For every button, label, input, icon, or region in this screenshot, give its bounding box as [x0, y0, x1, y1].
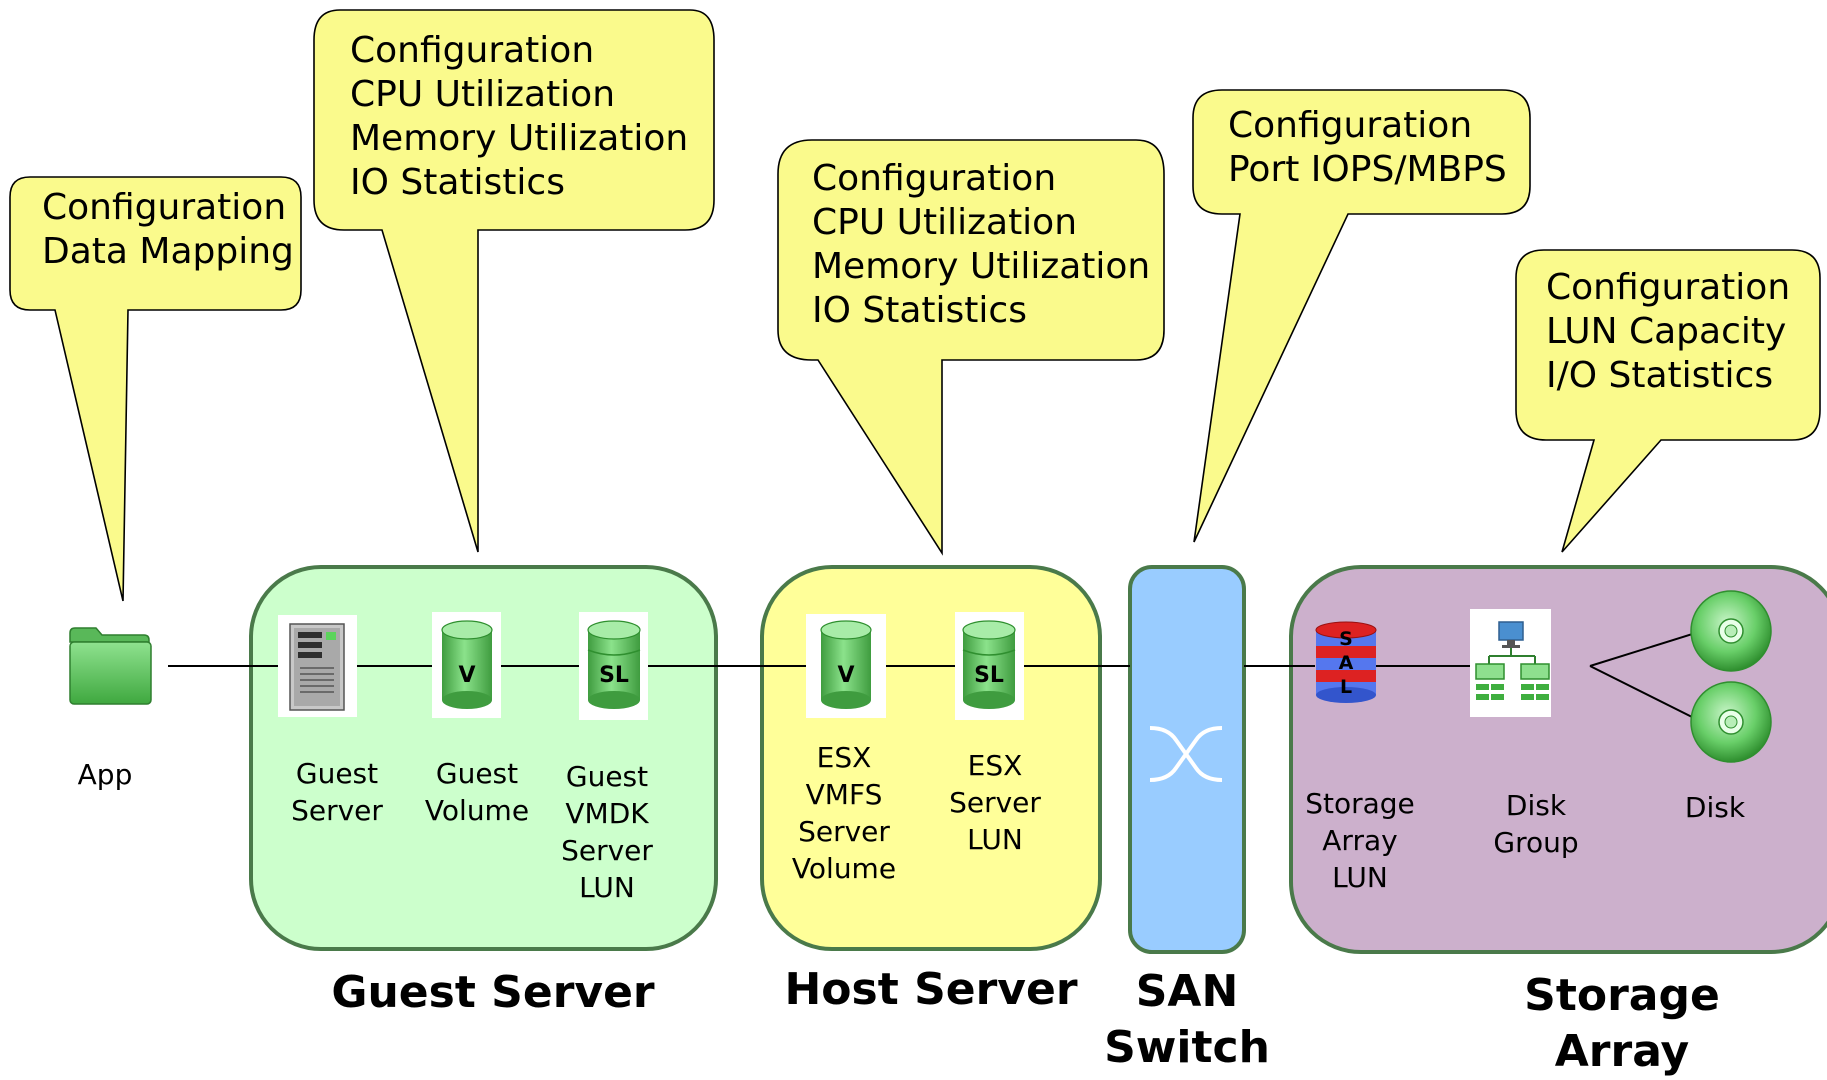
san-switch-title: SAN Switch [1097, 964, 1277, 1076]
volume-cylinder-icon: V [806, 614, 886, 718]
guest-vmdk-label: Guest VMDK Server LUN [552, 758, 662, 906]
esx-vmfs-label-line: Volume [791, 852, 897, 885]
disk-cd-icon [1690, 590, 1772, 672]
callout-san-switch [1192, 89, 1531, 543]
disk-label-line: Disk [1684, 791, 1746, 824]
guest-vmdk-label-line: Server [561, 834, 653, 867]
callout-host-line-1: Configuration [812, 158, 1057, 199]
guest-server-title-line: Guest Server [331, 967, 655, 1018]
storage-lun-label-line: Storage [1305, 787, 1415, 820]
sal-letter-s: S [1339, 628, 1353, 650]
guest-server-label-line: Server [291, 794, 383, 827]
esx-vmfs-label-line: Server [798, 815, 890, 848]
guest-vmdk-label-line: LUN [579, 871, 635, 904]
guest-volume-label: Guest Volume [407, 755, 547, 829]
volume-letter: V [837, 663, 854, 688]
volume-cylinder-icon: V [432, 612, 501, 718]
callout-switch-line-1: Configuration [1228, 105, 1473, 146]
guest-server-label: Guest Server [272, 755, 402, 829]
sal-letter-a: A [1339, 652, 1354, 674]
guest-volume-label-line: Volume [424, 794, 530, 827]
san-switch-title-line: SAN [1135, 966, 1239, 1017]
callout-storage-line-3: I/O Statistics [1546, 355, 1774, 396]
callout-storage-array [1515, 249, 1821, 553]
app-label: App [55, 756, 155, 793]
callout-app-line-2: Data Mapping [42, 231, 294, 272]
server-lun-letters: SL [599, 663, 629, 688]
storage-array-title-line: Storage [1524, 970, 1720, 1021]
storage-lun-label-line: LUN [1332, 861, 1388, 894]
storage-array-title: Storage Array [1512, 968, 1732, 1080]
folder-icon [69, 627, 152, 705]
callout-storage-line-2: LUN Capacity [1546, 311, 1787, 352]
callout-host-line-2: CPU Utilization [812, 202, 1078, 243]
guest-volume-label-line: Guest [435, 757, 519, 790]
server-tower-icon [278, 615, 357, 717]
disk-group-label: Disk Group [1476, 787, 1596, 861]
callout-host-line-3: Memory Utilization [812, 246, 1151, 287]
storage-array-title-line: Array [1554, 1026, 1690, 1077]
server-lun-cylinder-icon: SL [955, 612, 1024, 720]
disk-cd-icon [1690, 681, 1772, 763]
host-server-title-line: Host Server [784, 964, 1078, 1015]
callout-guest-line-3: Memory Utilization [350, 118, 689, 159]
callout-guest-server [313, 9, 715, 553]
esx-vmfs-label-line: ESX [816, 741, 872, 774]
callout-guest-line-4: IO Statistics [350, 162, 565, 203]
disk-group-network-icon [1470, 609, 1551, 717]
disk-group-label-line: Disk [1505, 789, 1567, 822]
callout-app [9, 176, 302, 602]
callout-host-server [777, 139, 1165, 556]
esx-lun-label: ESX Server LUN [935, 747, 1055, 858]
callout-switch-line-2: Port IOPS/MBPS [1228, 149, 1507, 190]
storage-lun-label-line: Array [1322, 824, 1398, 857]
server-lun-letters: SL [974, 663, 1004, 688]
disk-group-label-line: Group [1493, 826, 1579, 859]
callout-host-line-4: IO Statistics [812, 290, 1027, 331]
storage-array-group [1289, 565, 1827, 954]
sal-cylinder-icon: S A L [1315, 621, 1377, 703]
esx-vmfs-label-line: VMFS [805, 778, 883, 811]
guest-vmdk-label-line: Guest [565, 760, 649, 793]
san-switch-title-line: Switch [1104, 1022, 1270, 1073]
callout-storage-line-1: Configuration [1546, 267, 1791, 308]
volume-letter: V [458, 663, 475, 688]
server-lun-cylinder-icon: SL [579, 612, 648, 720]
callout-guest-line-1: Configuration [350, 30, 595, 71]
disk-label: Disk [1665, 789, 1765, 826]
guest-server-label-line: Guest [295, 757, 379, 790]
callout-app-line-1: Configuration [42, 187, 287, 228]
callout-guest-line-2: CPU Utilization [350, 74, 616, 115]
storage-lun-label: Storage Array LUN [1296, 785, 1424, 896]
san-switch-cross-icon [1149, 726, 1223, 782]
app-label-line: App [77, 758, 133, 791]
esx-lun-label-line: LUN [967, 823, 1023, 856]
guest-vmdk-label-line: VMDK [565, 797, 649, 830]
guest-server-title: Guest Server [313, 965, 673, 1021]
host-server-title: Host Server [781, 962, 1081, 1018]
sal-letter-l: L [1340, 676, 1352, 698]
esx-lun-label-line: Server [949, 786, 1041, 819]
san-switch-group [1128, 565, 1246, 954]
esx-lun-label-line: ESX [967, 749, 1023, 782]
connector-lines [168, 630, 1703, 723]
esx-vmfs-label: ESX VMFS Server Volume [779, 739, 909, 887]
